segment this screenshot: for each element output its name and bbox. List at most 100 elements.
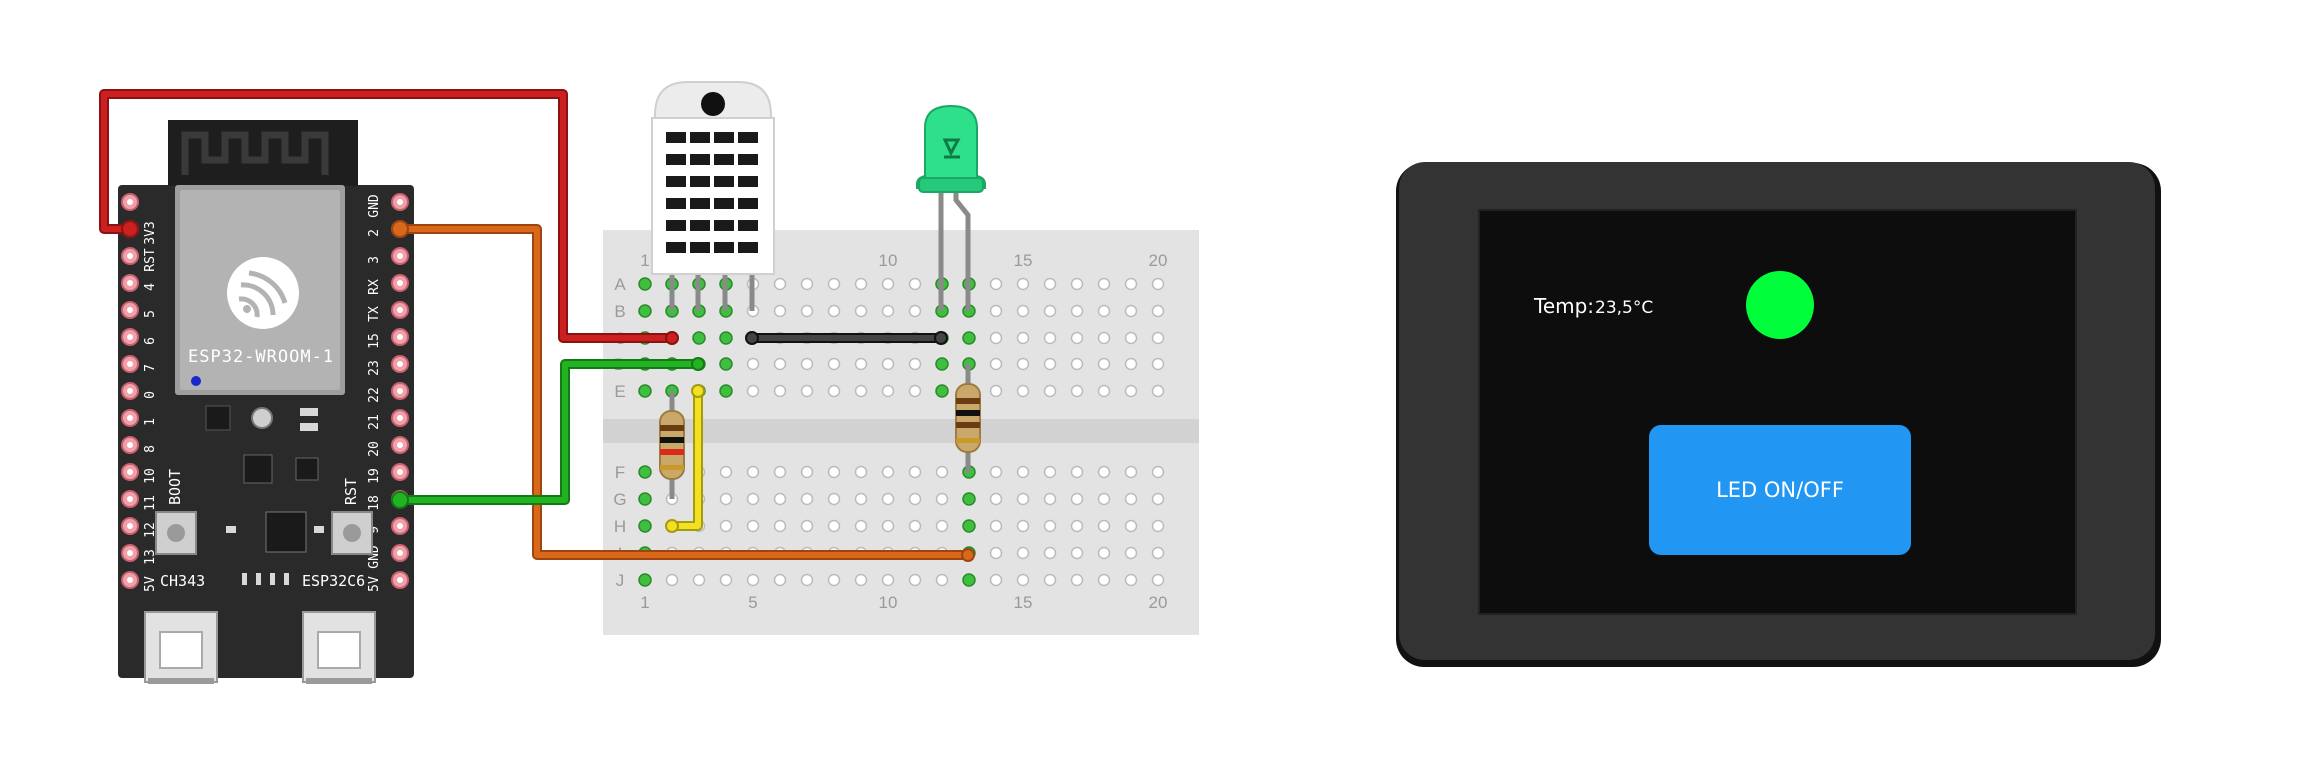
chip-label: ESP32C6 [302,572,365,590]
esp32-right-pin-label: 9 [367,526,382,534]
breadboard-hole [746,384,760,398]
breadboard-hole [638,384,652,398]
breadboard-hole [746,519,760,533]
dht22-mount-hole [701,92,725,116]
esp32-right-pin-center [397,361,403,367]
led-body [916,104,986,189]
breadboard-hole [1070,277,1084,291]
breadboard-hole [881,519,895,533]
dht22-grille-slot [738,242,758,253]
touch-display: Temp: 23,5°C LED ON/OFF [1396,162,2161,667]
breadboard-hole [962,519,976,533]
esp32-left-pin-label: 4 [143,283,158,291]
breadboard-hole [1043,492,1057,506]
esp32-right-pin-label: 19 [367,468,382,484]
breadboard-hole [1070,492,1084,506]
antenna-trace [181,131,329,175]
breadboard-hole [1070,304,1084,318]
esp32-status-led [191,376,201,386]
esp32-left-pin-label: 6 [143,337,158,345]
esp32-reset-pad [251,407,273,429]
breadboard-hole [908,465,922,479]
breadboard-hole [1043,304,1057,318]
breadboard-hole [1097,465,1111,479]
breadboard-hole [962,331,976,345]
breadboard-hole [773,573,787,587]
dht22-grille-slot [666,220,686,231]
breadboard-hole [854,519,868,533]
esp32-left-pin-label: 0 [143,391,158,399]
esp32-right-pin-center [397,388,403,394]
led-status-indicator [1746,271,1814,339]
breadboard-hole [719,331,733,345]
breadboard-hole [989,492,1003,506]
breadboard-hole [1016,546,1030,560]
wire-green-core [397,361,701,503]
breadboard-hole [854,357,868,371]
esp32-left-pin-center [127,253,133,259]
dht22-grille-slot [690,176,710,187]
esp32-left-pin-center [127,361,133,367]
dht22-grille-slot [666,176,686,187]
esp32-right-pin-center [397,523,403,529]
breadboard-hole [638,492,652,506]
breadboard-hole [827,304,841,318]
breadboard-hole [692,573,706,587]
breadboard-hole [1097,304,1111,318]
breadboard-hole [935,492,949,506]
dht22-grille-slot [714,242,734,253]
led-toggle-button[interactable] [1649,425,1911,555]
esp32-smd-d [314,526,324,533]
boot-label: BOOT [166,469,184,505]
usb-port-right[interactable] [302,611,376,684]
breadboard-hole [800,465,814,479]
breadboard-hole [1043,357,1057,371]
breadboard-hole [800,357,814,371]
breadboard-hole [1124,304,1138,318]
esp32-left-pin-center [127,496,133,502]
breadboard-column-number: 1 [640,593,649,612]
breadboard-hole [800,384,814,398]
breadboard-hole [908,492,922,506]
esp32-right-pin-label: GND [367,194,382,218]
dht22-grille-slot [666,198,686,209]
breadboard-hole [1151,492,1165,506]
esp32-left-pin-center [127,577,133,583]
usb-port-left[interactable] [144,611,218,684]
breadboard-hole [1043,277,1057,291]
breadboard-column-number: 1 [640,251,649,270]
dht22-grille-slot [666,132,686,143]
esp32-right-pin-label: 2 [367,229,382,237]
breadboard-center-channel [603,419,1199,443]
usb-chip-label: CH343 [160,572,205,590]
esp32-right-pin-center [397,199,403,205]
breadboard-hole [719,519,733,533]
breadboard-column-number: 5 [748,593,757,612]
breadboard-hole [1097,357,1111,371]
dht22-grille-slot [690,242,710,253]
breadboard-hole [800,277,814,291]
breadboard-hole [881,465,895,479]
breadboard-hole [1124,573,1138,587]
breadboard-hole [1016,492,1030,506]
esp32-right-pin-center [397,469,403,475]
wires [99,89,973,560]
boot-button[interactable] [155,511,197,555]
dht22-grille-slot [714,154,734,165]
breadboard-row-label: F [615,463,625,482]
esp32-right-pin-label: 20 [367,441,382,457]
dht22-grille-slot [690,220,710,231]
breadboard-hole [746,573,760,587]
esp32-left-pin-center [127,199,133,205]
breadboard-hole [881,357,895,371]
breadboard-hole [1043,519,1057,533]
temp-value: 23,5°C [1595,298,1653,318]
esp32-right-pin-center [397,280,403,286]
breadboard-hole [746,357,760,371]
esp32-left-pin-label: RST [143,248,158,272]
breadboard-hole [989,304,1003,318]
rst-button-cap [343,524,361,542]
breadboard-row-label: B [614,302,625,321]
